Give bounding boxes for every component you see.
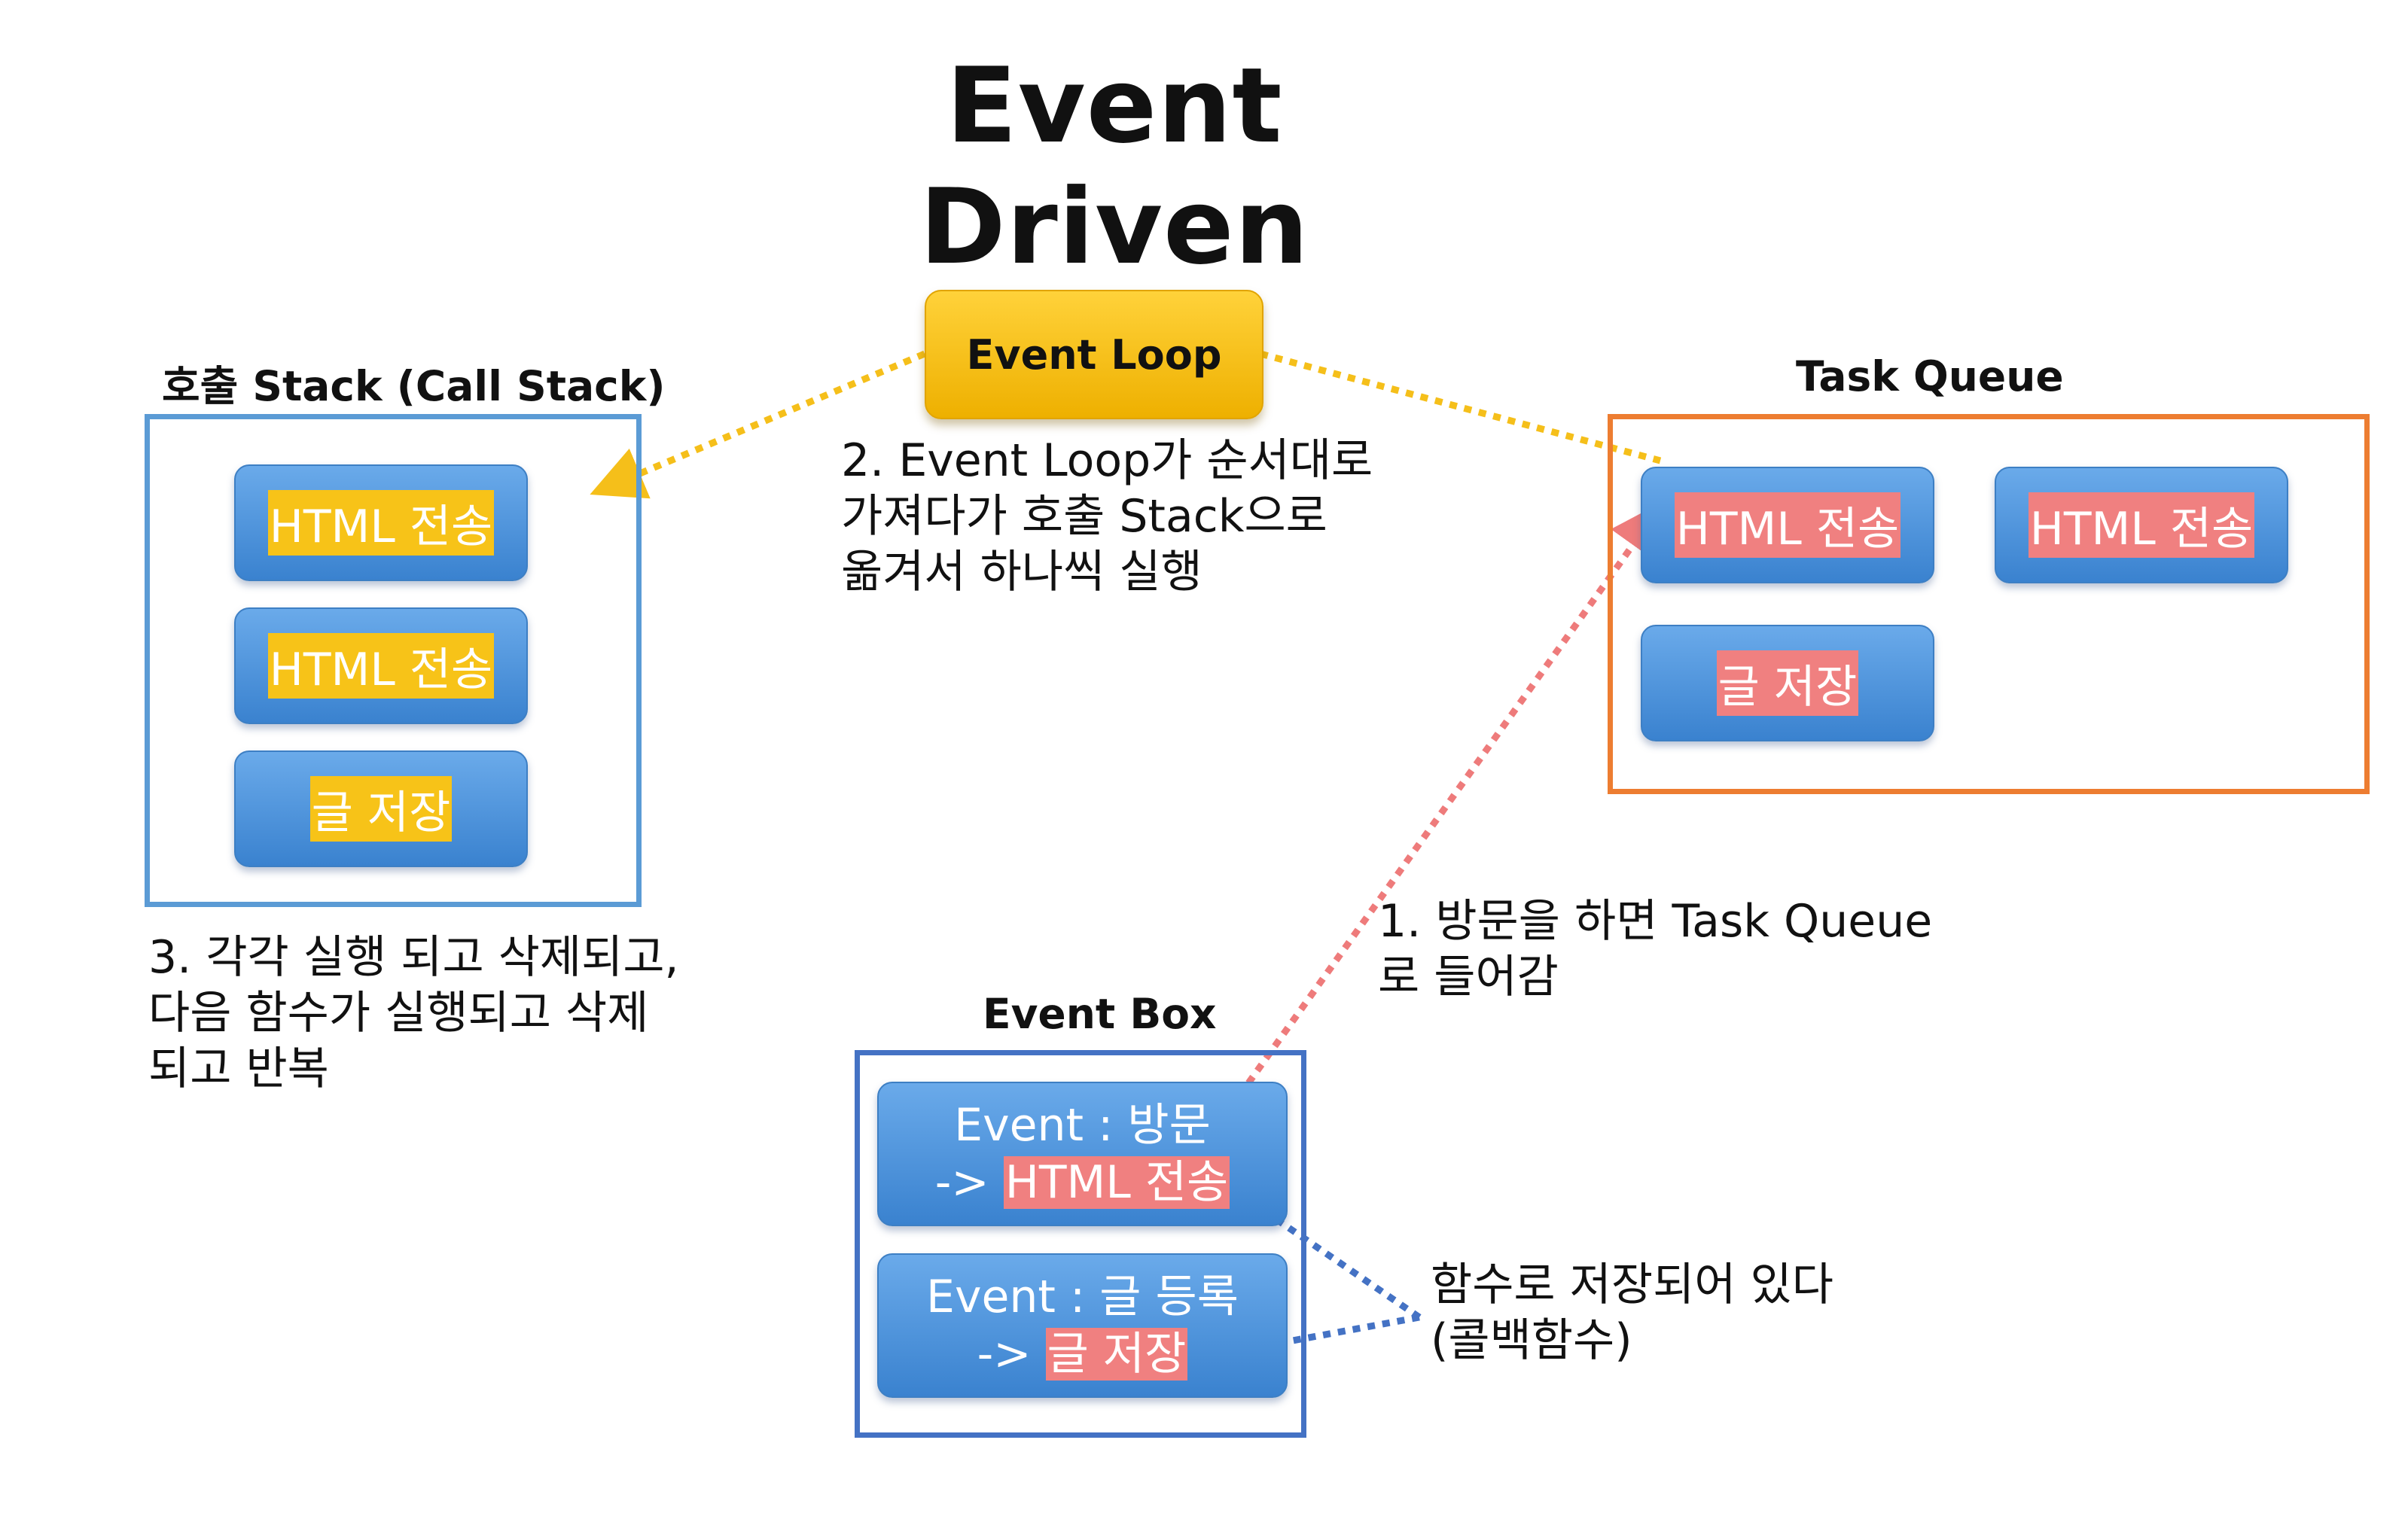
task-queue-item-label: HTML 전송 — [1674, 492, 1901, 558]
note-step-2-line: 2. Event Loop가 순서대로 — [841, 434, 1373, 487]
arrow-loop-to-stack — [590, 350, 926, 499]
task-queue-item-label: HTML 전송 — [2028, 492, 2255, 558]
task-queue-item-label: 글 저장 — [1716, 650, 1859, 716]
note-step-1-line: 1. 방문을 하면 Task Queue — [1378, 895, 1933, 948]
event-post-arrow: -> — [977, 1328, 1046, 1381]
note-step-2-line: 가져다가 호출 Stack으로 — [841, 490, 1327, 543]
call-stack-item: HTML 전송 — [234, 607, 528, 724]
event-loop-label: Event Loop — [966, 330, 1222, 379]
note-callback-line: (콜백함수) — [1431, 1314, 1632, 1367]
event-post-name: Event : 글 등록 — [926, 1271, 1239, 1323]
event-visit-name: Event : 방문 — [954, 1099, 1211, 1152]
call-stack-item-label: HTML 전송 — [267, 490, 495, 556]
event-box-frame: Event : 방문 -> HTML 전송 Event : 글 등록 -> 글 … — [855, 1050, 1306, 1438]
event-visit-arrow: -> — [934, 1156, 1004, 1209]
note-callback: 함수로 저장되어 있다 (콜백함수) — [1431, 1257, 1833, 1368]
call-stack-frame: HTML 전송 HTML 전송 글 저장 — [145, 414, 642, 907]
note-step-2: 2. Event Loop가 순서대로 가져다가 호출 Stack으로 옮겨서 … — [841, 433, 1373, 600]
note-step-3: 3. 각각 실행 되고 삭제되고, 다음 함수가 실행되고 삭제 되고 반복 — [148, 930, 679, 1097]
task-queue-item: 글 저장 — [1641, 625, 1934, 741]
note-step-3-line: 다음 함수가 실행되고 삭제 — [148, 987, 649, 1040]
page-title: Event Driven — [919, 45, 1309, 288]
event-visit: Event : 방문 -> HTML 전송 — [877, 1082, 1288, 1226]
note-callback-line: 함수로 저장되어 있다 — [1431, 1259, 1833, 1311]
task-queue-label: Task Queue — [1796, 352, 2064, 400]
event-post-handler: 글 저장 — [1045, 1328, 1188, 1381]
event-loop-node: Event Loop — [925, 290, 1263, 419]
event-post: Event : 글 등록 -> 글 저장 — [877, 1253, 1288, 1398]
call-stack-item-label: HTML 전송 — [267, 633, 495, 699]
call-stack-item: 글 저장 — [234, 750, 528, 867]
arrow-callback-to-html — [1205, 1170, 1422, 1320]
arrow-event-to-queue — [1202, 501, 1665, 1146]
note-step-3-line: 되고 반복 — [148, 1043, 329, 1095]
event-box-label: Event Box — [983, 990, 1217, 1038]
task-queue-item: HTML 전송 — [1995, 467, 2288, 583]
task-queue-frame: HTML 전송 HTML 전송 글 저장 — [1608, 414, 2370, 794]
call-stack-item-label: 글 저장 — [309, 776, 453, 842]
call-stack-label: 호출 Stack (Call Stack) — [162, 362, 666, 410]
task-queue-item: HTML 전송 — [1641, 467, 1934, 583]
note-step-1: 1. 방문을 하면 Task Queue 로 들어감 — [1378, 893, 1932, 1005]
note-step-3-line: 3. 각각 실행 되고 삭제되고, — [148, 931, 679, 984]
note-step-2-line: 옮겨서 하나씩 실행 — [841, 546, 1202, 598]
call-stack-item: HTML 전송 — [234, 464, 528, 581]
event-visit-handler: HTML 전송 — [1003, 1156, 1230, 1209]
event-post-handler-line: -> 글 저장 — [977, 1326, 1188, 1383]
note-step-1-line: 로 들어감 — [1378, 951, 1559, 1003]
event-visit-handler-line: -> HTML 전송 — [935, 1154, 1230, 1211]
